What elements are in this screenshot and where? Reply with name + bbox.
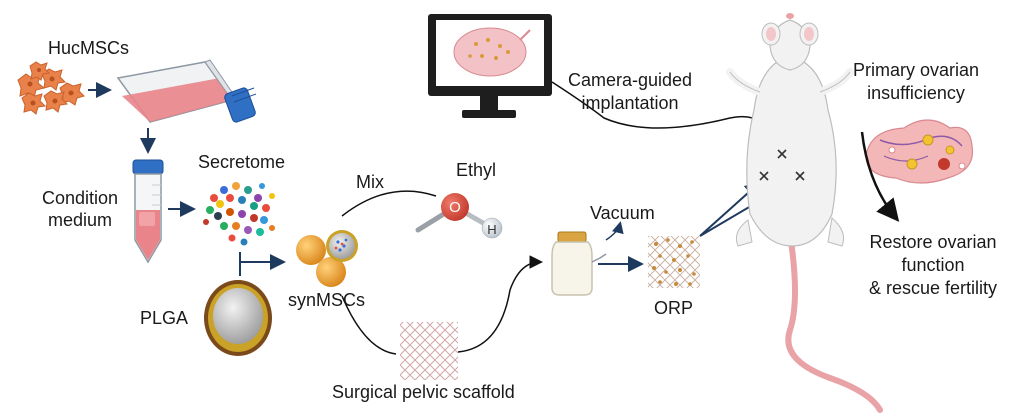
culture-flask-icon xyxy=(116,59,257,123)
label-ethyl: Ethyl xyxy=(456,160,497,180)
secretome-particles-icon xyxy=(203,182,275,246)
label-plga: PLGA xyxy=(140,308,189,328)
plga-particle-icon xyxy=(204,280,272,356)
label-restore-2: function xyxy=(901,255,965,275)
camera-guided-curve xyxy=(551,81,785,151)
centrifuge-tube-icon xyxy=(132,159,164,264)
monitor-icon xyxy=(428,14,552,118)
label-surgical-pelvic-scaffold: Surgical pelvic scaffold xyxy=(332,382,515,402)
arrow-to-synmscs xyxy=(239,252,268,276)
rat-icon xyxy=(726,13,883,413)
label-vacuum: Vacuum xyxy=(590,203,655,223)
mix-curve xyxy=(341,190,437,217)
ovary-icon xyxy=(865,119,974,184)
label-condition-medium-2: medium xyxy=(47,210,113,230)
label-orp: ORP xyxy=(654,298,694,318)
label-secretome: Secretome xyxy=(198,152,286,172)
scaffold-curve xyxy=(341,295,397,355)
label-condition-medium-1: Condition xyxy=(41,188,119,208)
ethanol-molecule-icon xyxy=(415,193,503,239)
label-restore-3: & rescue fertility xyxy=(868,278,998,298)
synmscs-particles-icon xyxy=(296,230,358,287)
arrow-to-restore xyxy=(860,131,900,222)
label-synmscs: synMSCs xyxy=(288,290,366,310)
stem-cell-icon xyxy=(17,61,85,115)
label-h-atom: H xyxy=(487,222,497,237)
label-primary-ovarian-1: Primary ovarian xyxy=(852,60,980,80)
orp-scaffold-icon xyxy=(648,236,700,288)
label-camera-guided-2: implantation xyxy=(581,93,679,113)
label-hucmscs: HucMSCs xyxy=(48,38,130,58)
label-o-atom: O xyxy=(449,199,461,216)
label-mix: Mix xyxy=(356,172,384,192)
vacuum-arrow xyxy=(605,221,624,241)
arrow-scaffold-to-jar xyxy=(457,255,543,353)
vacuum-jar-icon xyxy=(551,231,607,296)
pelvic-mesh-icon xyxy=(400,322,458,380)
label-restore-1: Restore ovarian xyxy=(869,232,997,252)
label-primary-ovarian-2: insufficiency xyxy=(867,83,965,103)
label-camera-guided-1: Camera-guided xyxy=(567,70,693,90)
